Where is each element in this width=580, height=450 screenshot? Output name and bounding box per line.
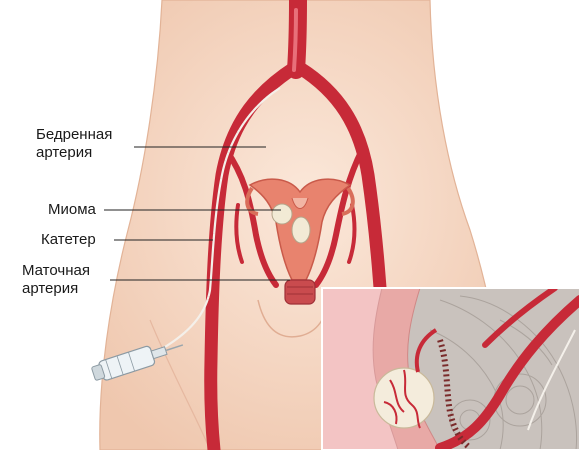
fibroid-center (292, 217, 310, 243)
fibroid-magnified (374, 368, 434, 428)
label-uterine-artery-line2: артерия (22, 280, 90, 298)
fibroid-left (272, 204, 292, 224)
label-myoma: Миома (48, 201, 96, 219)
label-catheter: Катетер (41, 231, 96, 249)
cervix (285, 280, 315, 304)
label-femoral-artery-line1: Бедренная (36, 126, 112, 144)
label-femoral-artery-line2: артерия (36, 144, 112, 162)
label-femoral-artery: Бедренная артерия (36, 126, 112, 162)
label-uterine-artery-line1: Маточная (22, 262, 90, 280)
magnified-inset (322, 288, 580, 450)
label-uterine-artery: Маточная артерия (22, 262, 90, 298)
